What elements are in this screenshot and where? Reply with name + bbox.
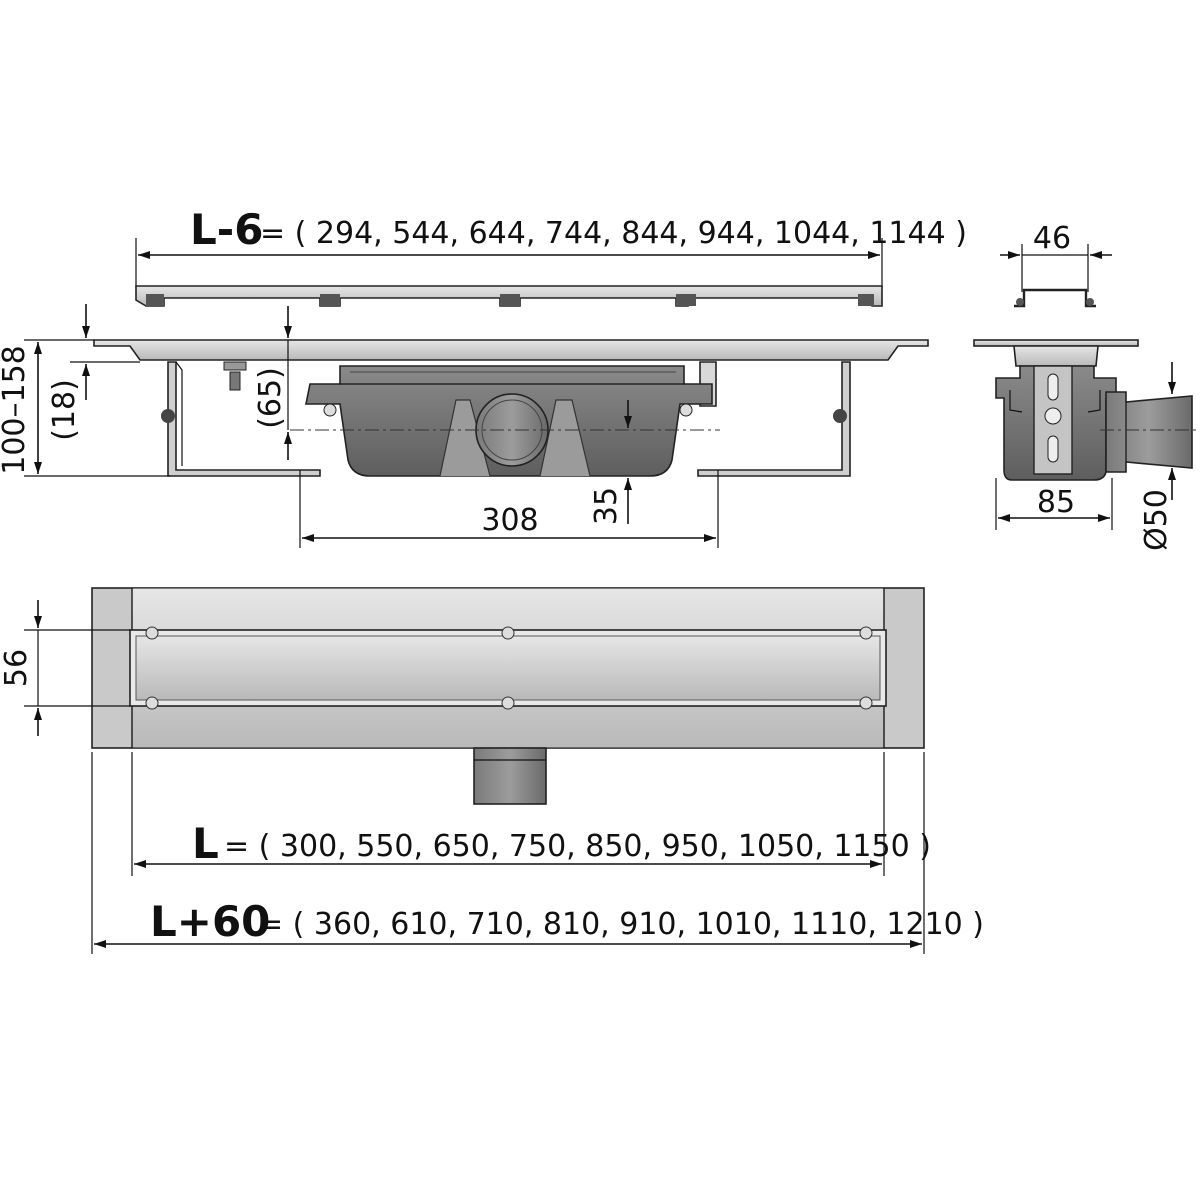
length-dimension: L = ( 300, 550, 650, 750, 850, 950, 1050… <box>131 752 931 876</box>
channel-width-dimension: 56 <box>0 600 130 736</box>
length-values: = ( 300, 550, 650, 750, 850, 950, 1050, … <box>224 829 931 864</box>
grate-length-label: L-6 <box>190 205 263 254</box>
side-flange <box>973 339 1139 347</box>
body-depth-text: 85 <box>1037 485 1075 520</box>
side-body <box>995 365 1117 481</box>
outlet-height-dimension: (65) <box>253 306 292 460</box>
plan-outlet <box>473 747 547 805</box>
outlet-offset-dimension: 35 <box>589 400 632 525</box>
total-length-dimension: L+60 = ( 360, 610, 710, 810, 910, 1010, … <box>91 752 984 954</box>
height-range-dimension: 100–158 <box>0 339 170 477</box>
grate-bar <box>135 285 883 307</box>
side-outlet-pipe <box>1105 391 1193 473</box>
plan-channel <box>129 626 887 710</box>
bracket-width-text: 46 <box>1033 221 1071 256</box>
body-depth-dimension: 85 <box>995 478 1113 530</box>
total-length-values: = ( 360, 610, 710, 810, 910, 1010, 1110,… <box>258 907 984 942</box>
grate-length-dimension: L-6 = ( 294, 544, 644, 744, 844, 944, 10… <box>135 205 967 288</box>
frame-flange <box>93 339 929 361</box>
outlet-offset-text: 35 <box>589 487 624 525</box>
body-width-text: 308 <box>481 503 538 538</box>
plan-view: 56 L = ( 300, 550, 650, 750, 850, 950, 1… <box>0 587 984 954</box>
channel-width-text: 56 <box>0 649 34 687</box>
side-view: 46 85 <box>973 221 1196 551</box>
length-label: L <box>192 819 219 868</box>
frame-height-dimension: (18) <box>47 304 140 441</box>
bracket-width-dimension: 46 <box>1000 221 1112 292</box>
grate-length-values: = ( 294, 544, 644, 744, 844, 944, 1044, … <box>260 216 967 251</box>
outlet-height-text: (65) <box>253 367 288 429</box>
height-range-text: 100–158 <box>0 345 32 475</box>
grate-clip <box>1014 288 1096 308</box>
front-view: L-6 = ( 294, 544, 644, 744, 844, 944, 10… <box>0 205 967 548</box>
outlet-diameter-text: Ø50 <box>1139 489 1174 551</box>
total-length-label: L+60 <box>150 897 270 946</box>
outlet-diameter-dimension: Ø50 <box>1139 362 1176 551</box>
drain-body <box>305 365 713 477</box>
body-width-dimension: 308 <box>299 470 719 548</box>
frame-height-text: (18) <box>47 379 82 441</box>
